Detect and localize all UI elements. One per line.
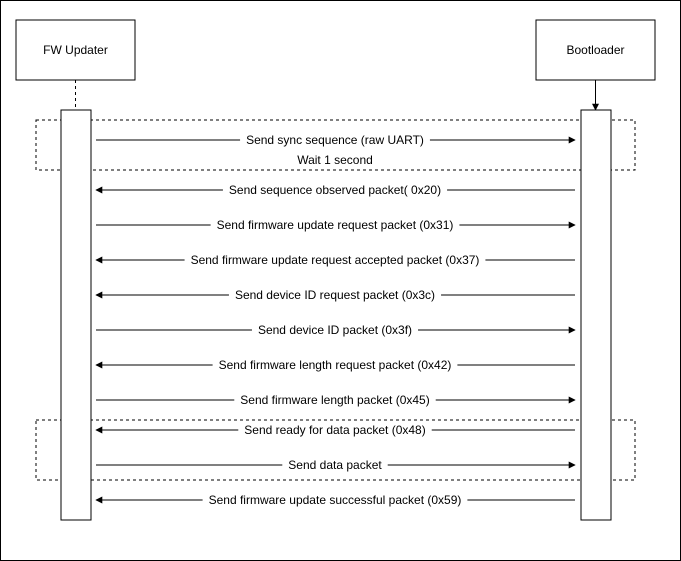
message-10: Send ready for data packet (0x48) bbox=[95, 423, 575, 437]
message-label: Send firmware update successful packet (… bbox=[209, 493, 462, 507]
message-label: Send data packet bbox=[288, 458, 382, 472]
participant-fw-updater-label: FW Updater bbox=[43, 43, 108, 57]
sync-group-frame bbox=[35, 119, 636, 171]
message-9: Send firmware length packet (0x45) bbox=[96, 393, 576, 407]
message-label: Send ready for data packet (0x48) bbox=[244, 423, 425, 437]
message-4: Send firmware update request packet (0x3… bbox=[96, 218, 576, 232]
message-label: Send firmware update request accepted pa… bbox=[191, 253, 480, 267]
message-label: Send sync sequence (raw UART) bbox=[246, 133, 424, 147]
message-label: Send firmware update request packet (0x3… bbox=[217, 218, 454, 232]
message-8: Send firmware length request packet (0x4… bbox=[95, 358, 575, 372]
message-label: Send firmware length request packet (0x4… bbox=[219, 358, 452, 372]
message-label: Send firmware length packet (0x45) bbox=[240, 393, 429, 407]
fw-updater-activation-bar bbox=[60, 109, 92, 521]
message-11: Send data packet bbox=[96, 458, 576, 472]
message-3: Send sequence observed packet( 0x20) bbox=[95, 183, 575, 197]
participant-bootloader-label: Bootloader bbox=[566, 43, 624, 57]
message-1: Send sync sequence (raw UART) bbox=[96, 133, 576, 147]
message-7: Send device ID packet (0x3f) bbox=[96, 323, 576, 337]
message-12: Send firmware update successful packet (… bbox=[95, 493, 575, 507]
message-5: Send firmware update request accepted pa… bbox=[95, 253, 575, 267]
message-6: Send device ID request packet (0x3c) bbox=[95, 288, 575, 302]
participant-fw-updater: FW Updater bbox=[15, 19, 136, 81]
message-label: Send sequence observed packet( 0x20) bbox=[229, 183, 441, 197]
message-label: Send device ID request packet (0x3c) bbox=[235, 288, 435, 302]
participant-bootloader: Bootloader bbox=[535, 19, 656, 81]
message-label: Wait 1 second bbox=[297, 153, 373, 167]
message-2: Wait 1 second bbox=[297, 153, 373, 167]
message-label: Send device ID packet (0x3f) bbox=[258, 323, 412, 337]
bootloader-activation-bar bbox=[580, 109, 612, 521]
message-list: Send sync sequence (raw UART) Wait 1 seco… bbox=[95, 133, 576, 507]
